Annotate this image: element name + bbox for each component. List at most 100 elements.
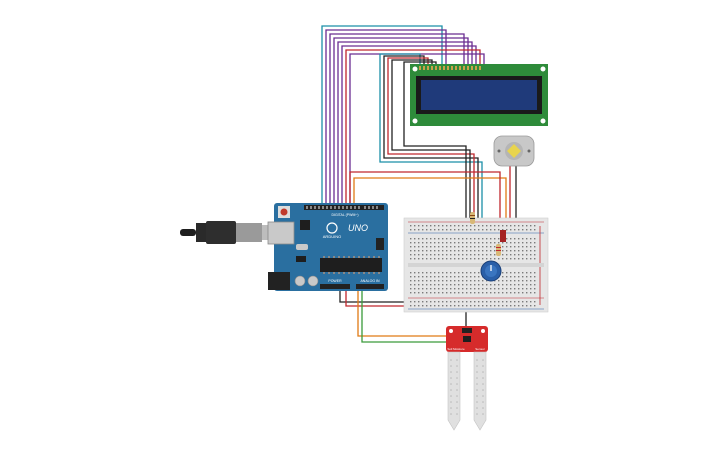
breadboard-hole bbox=[450, 254, 452, 256]
breadboard-hole bbox=[442, 246, 444, 248]
wire-purple-3[interactable] bbox=[333, 37, 469, 208]
breadboard-hole bbox=[526, 250, 528, 252]
breadboard-hole bbox=[522, 246, 524, 248]
arduino-uno[interactable]: DIGITAL (PWM~) ARDUINO UNO bbox=[267, 203, 388, 291]
power-header bbox=[320, 284, 350, 289]
prong-dot bbox=[482, 413, 484, 415]
breadboard-hole bbox=[426, 238, 428, 240]
wire-black-bottom[interactable] bbox=[339, 290, 410, 303]
breadboard-hole bbox=[422, 305, 424, 307]
breadboard-hole bbox=[426, 258, 428, 260]
breadboard-hole bbox=[458, 276, 460, 278]
breadboard-hole bbox=[510, 254, 512, 256]
breadboard-hole bbox=[510, 238, 512, 240]
capacitor-1 bbox=[294, 275, 306, 287]
prong-dot bbox=[450, 401, 452, 403]
breadboard-hole bbox=[474, 242, 476, 244]
sensor-mount-hole-left bbox=[449, 329, 453, 333]
breadboard-hole bbox=[486, 246, 488, 248]
crystal bbox=[296, 244, 308, 250]
breadboard-hole bbox=[510, 246, 512, 248]
breadboard-hole bbox=[450, 292, 452, 294]
breadboard-hole bbox=[478, 225, 480, 227]
breadboard-hole bbox=[414, 301, 416, 303]
breadboard-hole bbox=[430, 250, 432, 252]
breadboard-hole bbox=[482, 305, 484, 307]
usb-cable[interactable] bbox=[180, 221, 284, 244]
lcd-display[interactable] bbox=[410, 64, 548, 126]
breadboard-hole bbox=[418, 284, 420, 286]
breadboard-hole bbox=[442, 272, 444, 274]
breadboard-hole bbox=[418, 280, 420, 282]
breadboard-hole bbox=[466, 242, 468, 244]
breadboard-hole bbox=[446, 250, 448, 252]
breadboard-hole bbox=[526, 276, 528, 278]
breadboard-hole bbox=[414, 284, 416, 286]
breadboard-hole bbox=[498, 238, 500, 240]
breadboard-hole bbox=[418, 254, 420, 256]
wire-red-lcd-1[interactable] bbox=[387, 57, 475, 218]
breadboard-hole bbox=[462, 254, 464, 256]
prong-dot bbox=[476, 401, 478, 403]
prong-dot bbox=[450, 413, 452, 415]
potentiometer[interactable] bbox=[480, 260, 502, 282]
breadboard-hole bbox=[458, 284, 460, 286]
wire-orange-top[interactable] bbox=[353, 177, 507, 218]
breadboard-hole bbox=[418, 238, 420, 240]
breadboard-hole bbox=[530, 254, 532, 256]
breadboard-hole bbox=[426, 284, 428, 286]
breadboard-hole bbox=[434, 272, 436, 274]
breadboard-hole bbox=[442, 229, 444, 231]
breadboard-hole bbox=[530, 238, 532, 240]
breadboard-hole bbox=[526, 254, 528, 256]
arduino-brand: ARDUINO bbox=[323, 234, 341, 239]
breadboard-hole bbox=[418, 301, 420, 303]
wire-purple-1[interactable] bbox=[325, 29, 447, 208]
wire-red-top[interactable] bbox=[349, 171, 501, 218]
dc-motor[interactable] bbox=[493, 135, 535, 167]
breadboard-hole bbox=[422, 284, 424, 286]
resistor-lcd[interactable] bbox=[470, 212, 475, 224]
breadboard-hole bbox=[514, 292, 516, 294]
resistor-bb[interactable] bbox=[496, 244, 501, 256]
breadboard-hole bbox=[466, 288, 468, 290]
breadboard-hole bbox=[450, 246, 452, 248]
breadboard-hole bbox=[478, 238, 480, 240]
breadboard-hole bbox=[438, 305, 440, 307]
breadboard-hole bbox=[494, 238, 496, 240]
breadboard-hole bbox=[502, 258, 504, 260]
prong-dot bbox=[456, 359, 458, 361]
breadboard-hole bbox=[454, 242, 456, 244]
breadboard-hole bbox=[446, 272, 448, 274]
breadboard-hole bbox=[450, 276, 452, 278]
wire-black-lcd-3[interactable] bbox=[403, 61, 467, 218]
wire-red-lcd-top[interactable] bbox=[345, 49, 481, 208]
led-diode[interactable] bbox=[500, 230, 506, 242]
breadboard-hole bbox=[446, 280, 448, 282]
breadboard-hole bbox=[486, 242, 488, 244]
breadboard-hole bbox=[510, 280, 512, 282]
wire-black-lcd-2[interactable] bbox=[391, 59, 471, 218]
wire-red-bottom[interactable] bbox=[345, 290, 412, 307]
breadboard-hole bbox=[430, 288, 432, 290]
breadboard-hole bbox=[422, 301, 424, 303]
breadboard-hole bbox=[438, 229, 440, 231]
breadboard-hole bbox=[506, 272, 508, 274]
breadboard-hole bbox=[486, 250, 488, 252]
breadboard-hole bbox=[470, 238, 472, 240]
soil-moisture-sensor[interactable]: Soil Moisture Sensor bbox=[446, 326, 488, 431]
breadboard-hole bbox=[434, 305, 436, 307]
breadboard-hole bbox=[462, 305, 464, 307]
breadboard[interactable] bbox=[403, 217, 549, 313]
breadboard-hole bbox=[510, 284, 512, 286]
breadboard-hole bbox=[486, 229, 488, 231]
breadboard-hole bbox=[530, 288, 532, 290]
breadboard-hole bbox=[474, 272, 476, 274]
breadboard-hole bbox=[414, 288, 416, 290]
breadboard-hole bbox=[418, 258, 420, 260]
breadboard-hole bbox=[422, 272, 424, 274]
breadboard-hole bbox=[462, 229, 464, 231]
breadboard-hole bbox=[530, 284, 532, 286]
wire-purple-5[interactable] bbox=[341, 45, 477, 208]
